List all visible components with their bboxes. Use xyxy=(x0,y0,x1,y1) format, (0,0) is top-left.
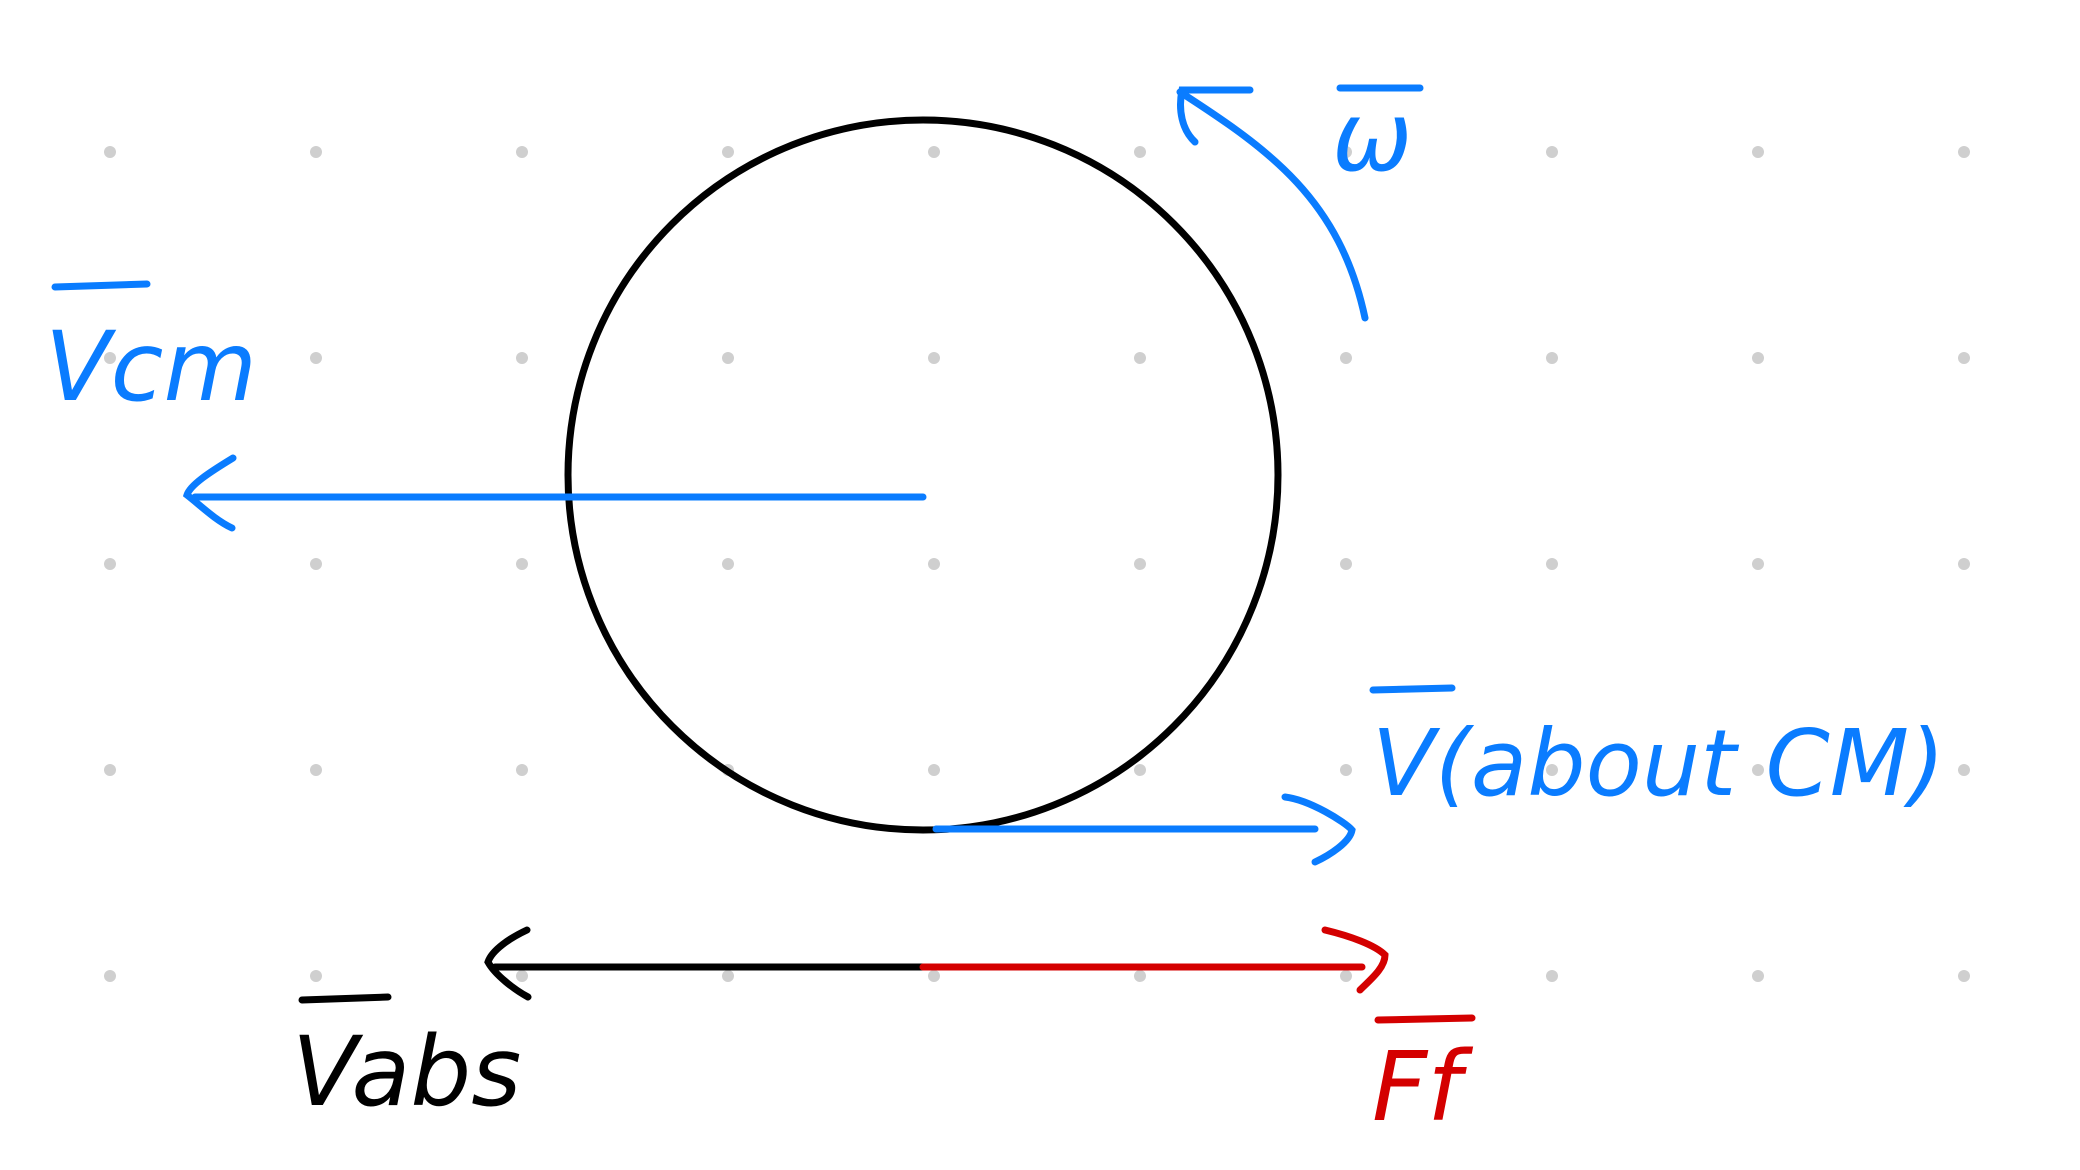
grid-dot xyxy=(928,352,940,364)
v-about-cm-label: V(about CM) xyxy=(1369,684,1945,817)
v-abs-label-text: Vabs xyxy=(292,1016,521,1128)
grid-dot xyxy=(310,558,322,570)
v-cm-label: Vcm xyxy=(45,280,257,423)
grid-dot xyxy=(310,970,322,982)
grid-dot xyxy=(1958,970,1970,982)
friction-force-arrow xyxy=(919,926,1389,994)
v-about-cm-label-text: V(about CM) xyxy=(1372,710,1945,817)
grid-dot xyxy=(516,352,528,364)
grid-dot xyxy=(1546,970,1558,982)
v-about-cm-arrow xyxy=(932,793,1356,866)
grid-dot xyxy=(722,558,734,570)
omega-label: ω xyxy=(1332,81,1424,193)
grid-dot xyxy=(516,970,528,982)
omega-arrow xyxy=(1176,86,1369,322)
friction-force-label: Ff xyxy=(1372,1014,1476,1143)
grid-dot xyxy=(1134,558,1146,570)
grid-dot xyxy=(1752,558,1764,570)
friction-force-label-text: Ff xyxy=(1372,1031,1473,1143)
grid-dot xyxy=(1340,352,1352,364)
grid-dot xyxy=(1340,146,1352,158)
grid-dot xyxy=(1958,558,1970,570)
grid-dot xyxy=(928,146,940,158)
grid-dot xyxy=(1340,764,1352,776)
grid-dot xyxy=(722,352,734,364)
grid-dot xyxy=(104,558,116,570)
grid-dot xyxy=(1752,146,1764,158)
grid-dot xyxy=(1546,146,1558,158)
v-abs-label: Vabs xyxy=(292,993,521,1128)
grid-dot xyxy=(928,764,940,776)
grid-dot xyxy=(928,558,940,570)
omega-label-text: ω xyxy=(1332,81,1412,193)
grid-dot xyxy=(722,146,734,158)
grid-dot xyxy=(1958,352,1970,364)
grid-dot xyxy=(1752,970,1764,982)
dot-grid xyxy=(104,146,1970,982)
grid-dot xyxy=(1134,352,1146,364)
grid-dot xyxy=(1340,558,1352,570)
grid-dot xyxy=(516,558,528,570)
grid-dot xyxy=(1546,352,1558,364)
grid-dot xyxy=(1752,352,1764,364)
grid-dot xyxy=(104,146,116,158)
grid-dot xyxy=(104,764,116,776)
grid-dot xyxy=(1752,764,1764,776)
v-cm-arrow xyxy=(182,454,927,532)
grid-dot xyxy=(1958,146,1970,158)
grid-dot xyxy=(1546,764,1558,776)
grid-dot xyxy=(1134,970,1146,982)
grid-dot xyxy=(1546,558,1558,570)
grid-dot xyxy=(104,970,116,982)
grid-dot xyxy=(310,146,322,158)
wheel-circle xyxy=(564,116,1282,834)
v-abs-arrow xyxy=(484,926,927,1001)
grid-dot xyxy=(1958,764,1970,776)
grid-dot xyxy=(722,970,734,982)
grid-dot xyxy=(310,352,322,364)
grid-dot xyxy=(1340,970,1352,982)
grid-dot xyxy=(1134,764,1146,776)
grid-dot xyxy=(310,764,322,776)
grid-dot xyxy=(1134,146,1146,158)
grid-dot xyxy=(516,764,528,776)
grid-dot xyxy=(928,970,940,982)
v-cm-label-text: Vcm xyxy=(45,311,257,423)
grid-dot xyxy=(104,352,116,364)
grid-dot xyxy=(516,146,528,158)
